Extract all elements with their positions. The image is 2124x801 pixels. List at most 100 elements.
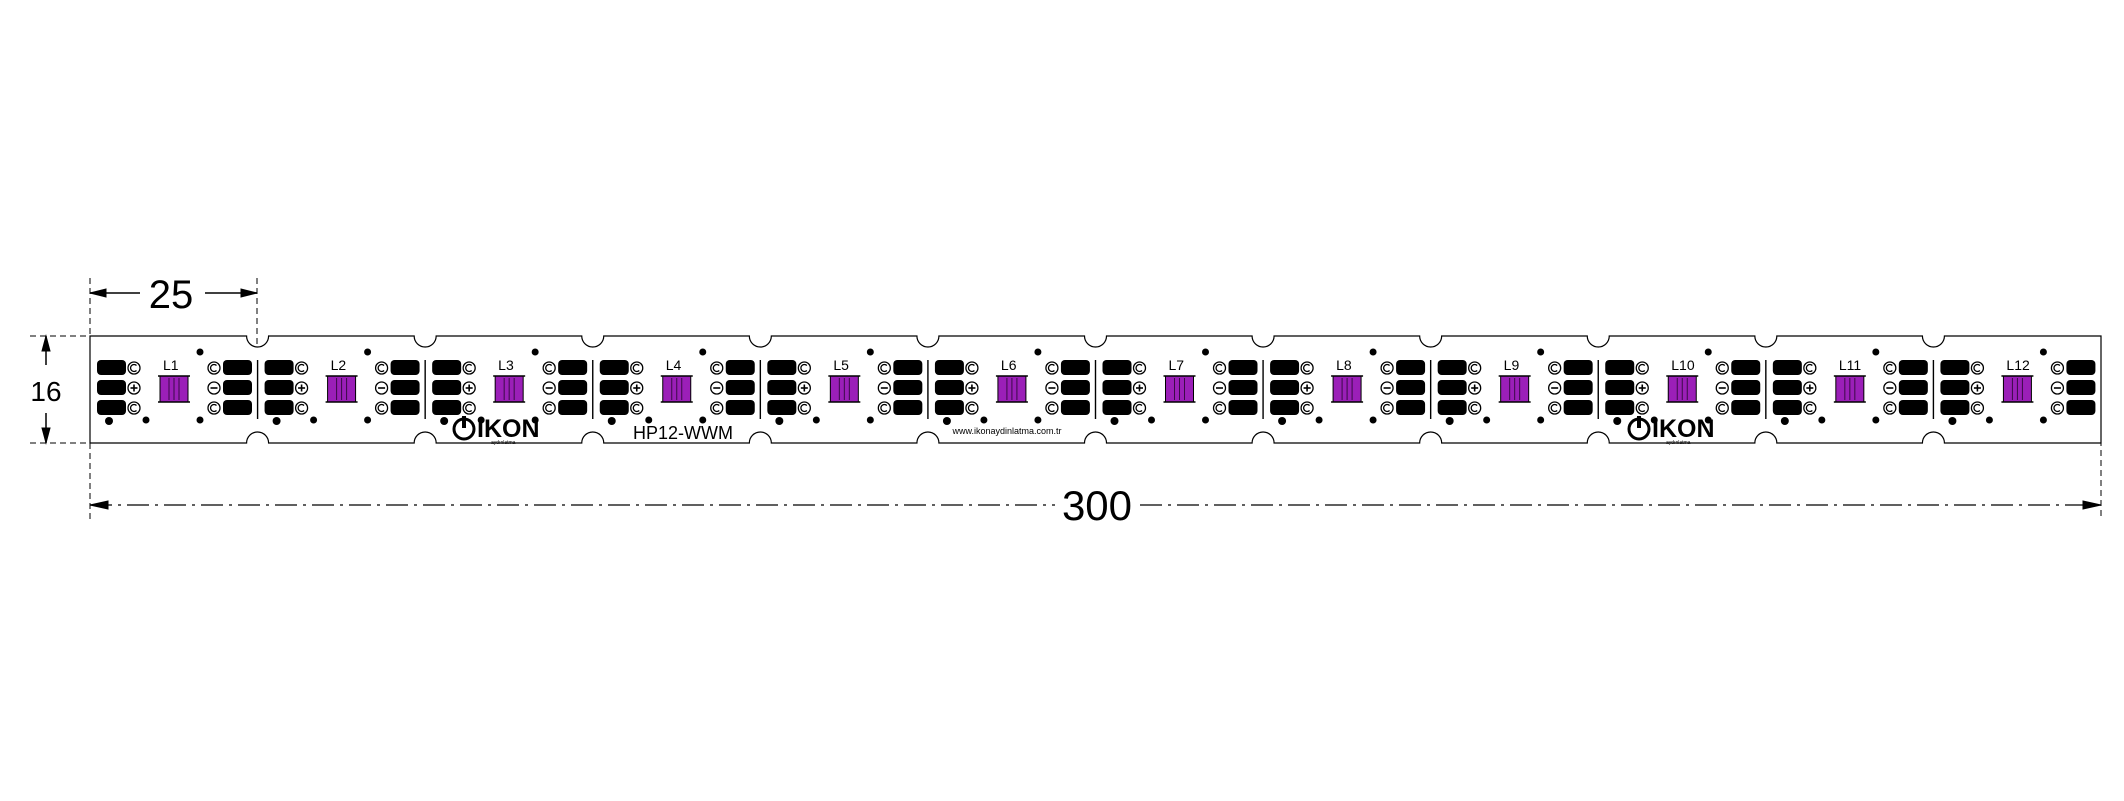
right-pad-group [1396, 360, 1426, 415]
segment-label: L6 [1001, 357, 1017, 373]
strip-height-label: 16 [30, 376, 61, 407]
segment-label: L9 [1504, 357, 1520, 373]
left-pad-group [264, 360, 294, 415]
via-dot [1110, 417, 1119, 425]
minus-symbol [1883, 381, 1897, 395]
segment-label: L7 [1169, 357, 1185, 373]
solder-pad [264, 400, 294, 415]
connector-symbol [207, 401, 221, 415]
led-chip [1833, 375, 1866, 403]
led-segment: L12 [1932, 348, 2096, 425]
solder-pad [599, 400, 629, 415]
plus-symbol [797, 381, 811, 395]
segment-label: L4 [666, 357, 682, 373]
right-pad-group [1228, 360, 1258, 415]
left-pad-group [767, 360, 797, 415]
led-segment: L6 [927, 348, 1090, 425]
via-dot [1369, 348, 1377, 356]
solder-pad [1102, 380, 1132, 395]
left-pad-group [934, 360, 964, 415]
solder-pad [1605, 400, 1635, 415]
connector-symbol [1045, 401, 1059, 415]
connector-symbol [374, 361, 389, 375]
connector-symbol [127, 361, 141, 375]
right-pad-group [1563, 360, 1593, 415]
via-dot [1537, 416, 1545, 424]
left-pad-group [97, 360, 126, 415]
solder-pad [97, 360, 126, 375]
connector-symbol [1883, 401, 1897, 415]
connector-symbol [1715, 361, 1729, 375]
minus-symbol [1715, 381, 1729, 395]
solder-pad [2066, 360, 2096, 375]
connector-symbol [1548, 361, 1562, 375]
connector-symbol [462, 401, 476, 415]
minus-symbol [1380, 381, 1394, 395]
via-dot [310, 416, 318, 424]
plus-symbol [1132, 381, 1147, 395]
logo-subtext: aydınlatma [491, 440, 516, 446]
minus-symbol [710, 381, 724, 395]
led-segment: L9 [1429, 348, 1593, 425]
connector-symbol [965, 361, 979, 375]
via-dot [1780, 417, 1789, 425]
logo-subtext: aydınlatma [1666, 440, 1691, 446]
via-dot [1948, 417, 1957, 425]
connector-symbol [797, 401, 811, 415]
solder-pad [1270, 360, 1300, 375]
solder-pad [558, 360, 588, 375]
plus-symbol [1970, 381, 1985, 395]
total-length-label: 300 [1062, 482, 1132, 529]
via-dot [607, 417, 616, 425]
via-dot [272, 417, 281, 425]
connector-symbol [374, 401, 389, 415]
right-pad-group [1060, 360, 1090, 415]
solder-pad [934, 360, 964, 375]
minus-symbol [1212, 381, 1227, 395]
solder-pad [432, 360, 462, 375]
connector-symbol [2050, 361, 2065, 375]
solder-pad [432, 400, 462, 415]
led-chip [828, 375, 861, 403]
segment-label: L12 [2006, 357, 2030, 373]
solder-pad [1731, 400, 1761, 415]
ikon-logo: IKON aydınlatma [1627, 415, 1715, 446]
solder-pad [223, 380, 252, 395]
led-chip [493, 375, 526, 403]
solder-pad [1940, 380, 1970, 395]
connector-symbol [1970, 361, 1985, 375]
via-dot [364, 416, 372, 424]
connector-symbol [965, 401, 979, 415]
connector-symbol [542, 401, 556, 415]
via-dot [531, 416, 539, 424]
solder-pad [1437, 360, 1467, 375]
solder-pad [1060, 360, 1090, 375]
solder-pad [558, 400, 588, 415]
connector-symbol [1212, 401, 1227, 415]
logo-text: IKON [477, 415, 540, 443]
solder-pad [893, 360, 923, 375]
solder-pad [1060, 400, 1090, 415]
led-segment: L3 [424, 348, 588, 425]
solder-pad [599, 380, 629, 395]
connector-symbol [797, 361, 811, 375]
solder-pad [1940, 360, 1970, 375]
via-dot [1034, 348, 1042, 356]
solder-pad [893, 380, 923, 395]
via-dot [866, 348, 874, 356]
left-pad-group [1102, 360, 1132, 415]
segment-label: L11 [1839, 357, 1862, 373]
solder-pad [1940, 400, 1970, 415]
model-label: HP12-WWM [633, 423, 733, 443]
via-dot [1985, 416, 1993, 424]
connector-symbol [1548, 401, 1562, 415]
solder-pad [1605, 380, 1635, 395]
connector-symbol [877, 401, 891, 415]
via-dot [1483, 416, 1491, 424]
led-chip [1498, 375, 1531, 403]
solder-pad [264, 380, 294, 395]
solder-pad [1772, 360, 1802, 375]
solder-pad [1102, 360, 1132, 375]
led-chip [2001, 375, 2034, 403]
